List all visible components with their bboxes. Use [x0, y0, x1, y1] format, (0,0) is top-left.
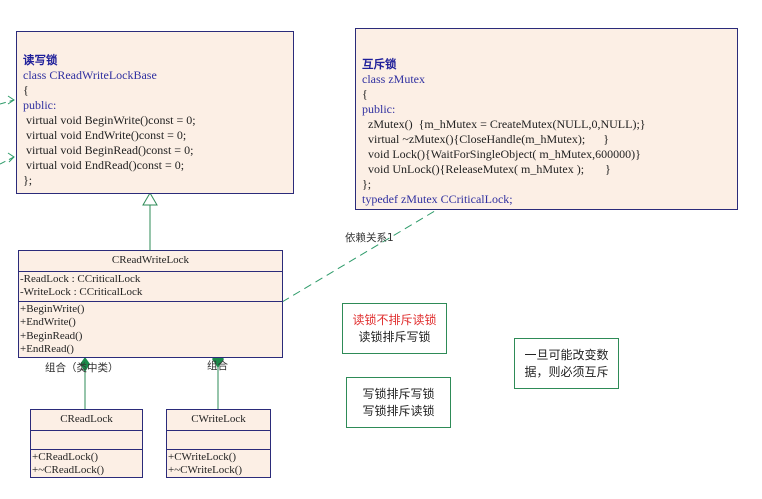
note-line: 一旦可能改变数 [524, 347, 609, 362]
method: +EndWrite() [20, 316, 76, 328]
composition-left-connector [80, 357, 90, 409]
code-line: }; [362, 177, 372, 191]
code-line: void UnLock(){ReleaseMutex( m_hMutex ); … [362, 162, 611, 176]
writelock-class[interactable]: CWriteLock +CWriteLock() +~CWriteLock() [166, 409, 271, 478]
class-name: CWriteLock [191, 413, 246, 425]
code-line: zMutex() {m_hMutex = CreateMutex(NULL,0,… [362, 117, 646, 131]
attribute: -WriteLock : CCriticalLock [20, 286, 143, 298]
code-line: { [23, 83, 29, 97]
code-line: virtual void EndWrite()const = 0; [23, 128, 187, 142]
note-line: 写锁排斥读锁 [362, 403, 435, 418]
class-name: CReadLock [60, 413, 113, 425]
attributes-section: -ReadLock : CCriticalLock -WriteLock : C… [19, 270, 282, 301]
method: +CWriteLock() [168, 450, 237, 463]
code-line: virtual void EndRead()const = 0; [23, 158, 185, 172]
attributes-section [31, 429, 142, 449]
composition-right-label: 组合 [207, 360, 228, 372]
rwlock-class[interactable]: CReadWriteLock -ReadLock : CCriticalLock… [18, 250, 283, 358]
method: +BeginWrite() [20, 302, 85, 315]
composition-left-label: 组合（类中类） [45, 362, 119, 374]
method: +~CWriteLock() [168, 464, 243, 476]
note-mutex-rule[interactable]: 一旦可能改变数 据，则必须互斥 [514, 338, 619, 389]
code-line: { [362, 87, 368, 101]
code-line: class CReadWriteLockBase [23, 68, 157, 82]
code-line: typedef zMutex CCriticalLock; [362, 192, 513, 206]
code-line: public: [362, 102, 396, 116]
methods-section: +CWriteLock() +~CWriteLock() [167, 448, 270, 479]
rwlock-base-title: 读写锁 [23, 53, 58, 67]
note-write-lock[interactable]: 写锁排斥写锁 写锁排斥读锁 [346, 377, 451, 428]
code-line: virtual void BeginRead()const = 0; [23, 143, 194, 157]
method: +~CReadLock() [32, 464, 105, 476]
methods-section: +BeginWrite() +EndWrite() +BeginRead() +… [19, 300, 282, 358]
mutex-title: 互斥锁 [362, 57, 397, 71]
readlock-class[interactable]: CReadLock +CReadLock() +~CReadLock() [30, 409, 143, 478]
code-line: void Lock(){WaitForSingleObject( m_hMute… [362, 147, 641, 161]
inheritance-connector [142, 192, 158, 250]
attribute: -ReadLock : CCriticalLock [20, 272, 141, 285]
code-line: virtual void BeginWrite()const = 0; [23, 113, 196, 127]
dependency-label: 依赖关系1 [345, 232, 394, 244]
methods-section: +CReadLock() +~CReadLock() [31, 448, 142, 479]
left-dependency-arrows [0, 95, 15, 165]
method: +EndRead() [20, 343, 74, 355]
note-line: 读锁排斥写锁 [358, 329, 431, 344]
attributes-section [167, 429, 270, 449]
class-name: CReadWriteLock [111, 254, 190, 266]
method: +CReadLock() [32, 450, 99, 463]
note-read-lock[interactable]: 读锁不排斥读锁 读锁排斥写锁 [342, 303, 447, 354]
code-line: class zMutex [362, 72, 425, 86]
note-line: 据，则必须互斥 [524, 364, 609, 379]
code-line: public: [23, 98, 57, 112]
note-line: 写锁排斥写锁 [362, 386, 435, 401]
note-line-highlight: 读锁不排斥读锁 [352, 312, 437, 327]
method: +BeginRead() [20, 329, 83, 342]
code-line: }; [23, 173, 33, 187]
code-line: virtual ~zMutex(){CloseHandle(m_hMutex);… [362, 132, 609, 146]
